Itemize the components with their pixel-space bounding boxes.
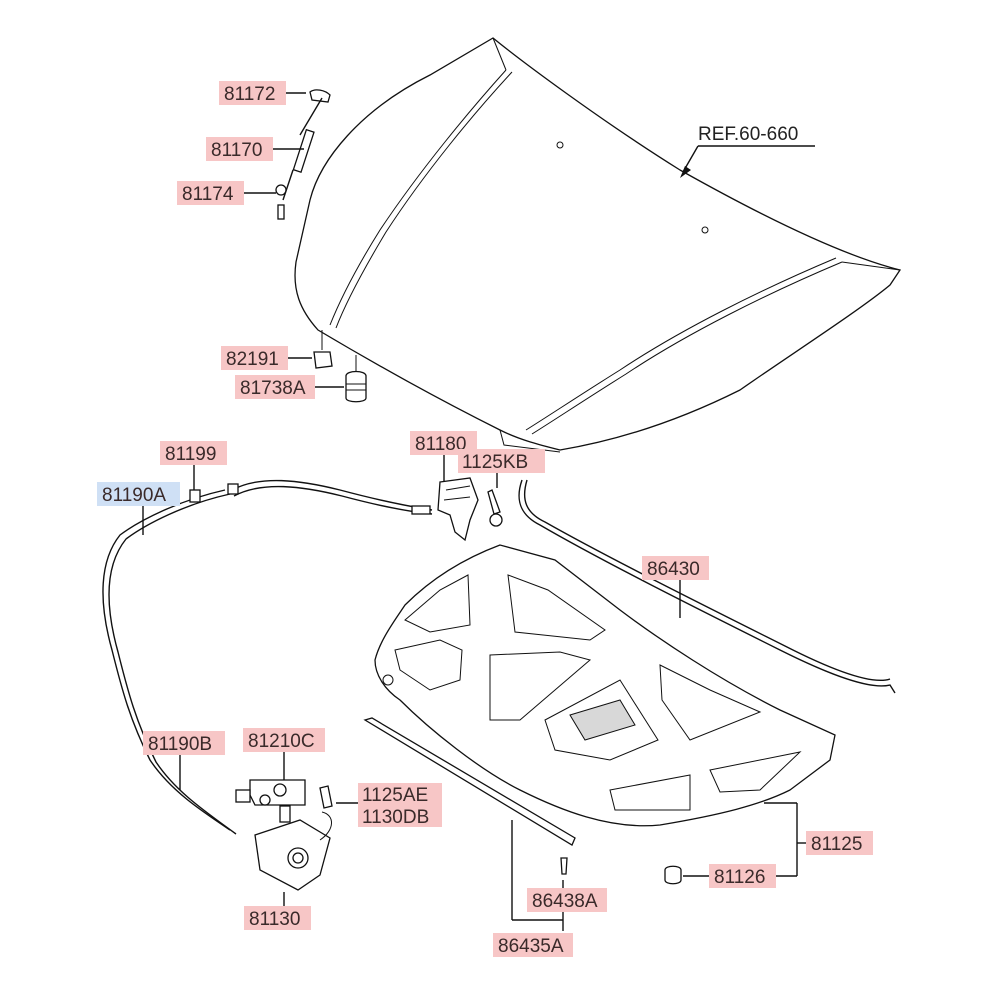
label-82191[interactable]: 82191 bbox=[221, 346, 288, 370]
label-81190B[interactable]: 81190B bbox=[143, 731, 225, 755]
label-1125AE-text: 1125AE bbox=[362, 785, 428, 806]
label-81170[interactable]: 81170 bbox=[206, 137, 273, 161]
label-81125[interactable]: 81125 bbox=[806, 831, 873, 855]
label-1125KB-text: 1125KB bbox=[462, 452, 528, 473]
label-81174[interactable]: 81174 bbox=[177, 181, 244, 205]
label-81210C[interactable]: 81210C bbox=[243, 728, 325, 752]
label-81190A[interactable]: 81190A bbox=[97, 482, 180, 506]
label-81738A-text: 81738A bbox=[240, 378, 306, 399]
label-86430[interactable]: 86430 bbox=[642, 556, 709, 580]
clip-81126 bbox=[664, 865, 682, 885]
ref-label: REF.60-660 bbox=[698, 124, 798, 145]
hood-latch bbox=[235, 779, 333, 891]
label-81170-text: 81170 bbox=[211, 140, 262, 161]
weatherstrip-bar bbox=[363, 717, 576, 846]
part-labels: 81172 81170 81174 82191 81738A 81199 811… bbox=[97, 81, 873, 957]
label-81172-text: 81172 bbox=[224, 84, 275, 105]
label-1125KB[interactable]: 1125KB bbox=[458, 449, 545, 473]
label-81199-text: 81199 bbox=[165, 444, 216, 465]
label-86435A-text: 86435A bbox=[498, 936, 564, 957]
label-81190A-text: 81190A bbox=[102, 485, 166, 506]
label-81174-text: 81174 bbox=[182, 184, 234, 205]
label-1130DB-text: 1130DB bbox=[362, 807, 429, 828]
hood-lift-strut bbox=[275, 89, 331, 220]
hood-panel bbox=[294, 37, 902, 453]
label-81130[interactable]: 81130 bbox=[244, 906, 311, 930]
hood-insulator bbox=[374, 544, 836, 827]
clip-86438A bbox=[560, 857, 568, 875]
label-81172[interactable]: 81172 bbox=[219, 81, 286, 105]
hood-release-handle bbox=[437, 477, 503, 542]
label-81180-text: 81180 bbox=[415, 434, 466, 455]
release-cable bbox=[102, 479, 433, 835]
label-81125-text: 81125 bbox=[811, 834, 862, 855]
label-86430-text: 86430 bbox=[647, 559, 700, 580]
label-86438A[interactable]: 86438A bbox=[527, 888, 607, 912]
label-82191-text: 82191 bbox=[226, 349, 279, 370]
label-81199[interactable]: 81199 bbox=[160, 441, 227, 465]
label-81130-text: 81130 bbox=[249, 909, 300, 930]
hood-bumpers bbox=[313, 330, 367, 403]
label-1130DB[interactable]: 1130DB bbox=[358, 805, 442, 828]
label-81210C-text: 81210C bbox=[248, 731, 315, 752]
label-81126-text: 81126 bbox=[714, 867, 765, 888]
label-81190B-text: 81190B bbox=[148, 734, 212, 755]
label-81738A[interactable]: 81738A bbox=[235, 375, 315, 399]
label-1125AE[interactable]: 1125AE bbox=[358, 783, 442, 806]
label-86438A-text: 86438A bbox=[532, 891, 598, 912]
ref-callout: REF.60-660 bbox=[680, 124, 815, 178]
label-81126[interactable]: 81126 bbox=[709, 864, 776, 888]
label-86435A[interactable]: 86435A bbox=[493, 933, 573, 957]
